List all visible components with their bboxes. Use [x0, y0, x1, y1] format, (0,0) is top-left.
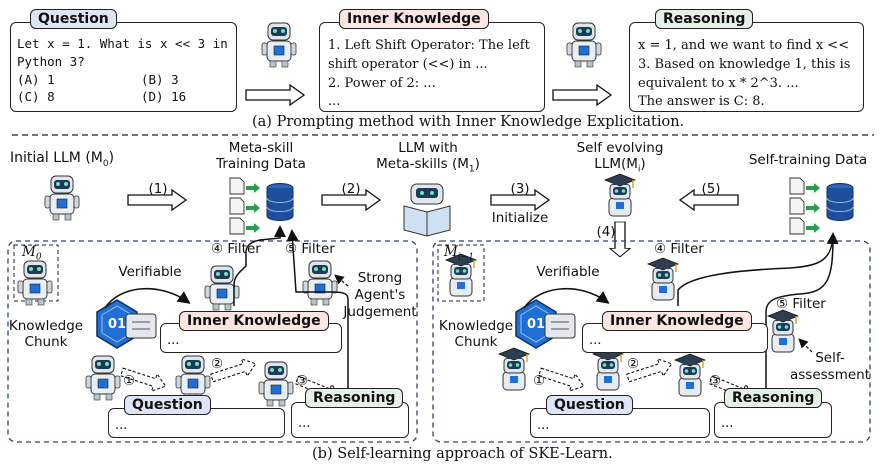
self-assessment-label: Self-assessment: [790, 350, 871, 383]
robot-icon: [175, 355, 211, 401]
step-number-2: ②: [626, 356, 640, 372]
reasoning-line-4: The answer is C: 8.: [638, 94, 765, 109]
reasoning-tag: Reasoning: [655, 9, 754, 29]
inner-knowledge-tag: Inner Knowledge: [602, 311, 752, 331]
knowledge-line-3: 2. Power of 2: ...: [328, 76, 436, 91]
option-a: (A) 1: [17, 72, 55, 87]
robot-icon: [44, 175, 80, 221]
self-training-data-label: Self-training Data: [748, 152, 868, 168]
question-line-2: Python 3?: [17, 54, 85, 69]
knowledge-line-2: shift operator (<<) in ...: [328, 57, 488, 72]
ellipsis: ...: [537, 418, 550, 433]
model-mi-1-label: Mi−1: [444, 244, 474, 263]
reasoning-tag: Reasoning: [305, 388, 404, 408]
step-4-label: (4): [596, 224, 616, 240]
model-m0-label: M0: [22, 244, 42, 263]
robot-icon: [261, 22, 297, 68]
step-number-1: ①: [122, 373, 136, 389]
ellipsis: ...: [589, 333, 602, 348]
step-number-3: ③: [708, 373, 722, 389]
graduate-robot-icon: [604, 173, 636, 217]
graduate-robot-icon: [647, 257, 679, 301]
chip-icon: [96, 299, 157, 349]
reasoning-box: ...: [714, 402, 832, 438]
arrow-icon: [245, 84, 305, 106]
reasoning-line-1: x = 1, and we want to find x <<: [638, 38, 850, 53]
step-5-label: (5): [701, 181, 721, 197]
question-tag: Question: [124, 395, 211, 415]
step-1-label: (1): [148, 181, 168, 197]
caption-b: (b) Self-learning approach of SKE-Learn.: [312, 446, 613, 462]
robot-icon: [258, 361, 294, 407]
chip-label: 01: [107, 317, 127, 332]
question-line-1: Let x = 1. What is x << 3 in: [17, 36, 228, 51]
graduate-robot-icon: [767, 309, 799, 353]
ellipsis: ...: [298, 416, 311, 431]
graduate-robot-icon: [498, 347, 530, 391]
database-icon: [826, 183, 854, 221]
arrow-icon: [552, 84, 612, 106]
option-c: (C) 8: [17, 89, 55, 104]
caption-a: (a) Prompting method with Inner Knowledg…: [252, 114, 685, 130]
graduate-robot-icon: [674, 353, 706, 397]
reasoning-tag: Reasoning: [724, 388, 823, 408]
step-number-2: ②: [210, 356, 224, 372]
robot-icon: [17, 260, 53, 306]
knowledge-line-1: 1. Left Shift Operator: The left: [328, 38, 530, 53]
robot-icon: [85, 355, 121, 401]
reading-robot-icon: [403, 183, 451, 237]
knowledge-tag: Inner Knowledge: [339, 9, 489, 29]
graduate-robot-icon: [592, 347, 624, 391]
filter-5-label: ⑤ Filter: [285, 241, 335, 257]
question-card: Let x = 1. What is x << 3 in Python 3? (…: [10, 22, 237, 112]
ellipsis: ...: [115, 418, 128, 433]
database-icon: [266, 183, 294, 221]
step-3-label: (3): [510, 181, 530, 197]
filter-4-label: ④ Filter: [211, 241, 261, 257]
chip-label: 01: [526, 317, 546, 332]
chip-icon: [515, 299, 576, 349]
initialize-label: Initialize: [491, 210, 549, 226]
verifiable-label: Verifiable: [118, 264, 182, 280]
initial-llm-label: Initial LLM (M0): [10, 150, 115, 169]
option-d: (D) 16: [141, 89, 187, 104]
question-tag: Question: [30, 9, 117, 29]
robot-icon: [302, 260, 338, 306]
self-evolving-llm-label: Self evolving LLM(Mi): [576, 140, 664, 175]
knowledge-line-4: ...: [328, 94, 341, 109]
document-stack-icon: [229, 177, 261, 235]
reasoning-card: x = 1, and we want to find x << 3. Based…: [629, 22, 864, 112]
robot-icon: [566, 22, 602, 68]
document-stack-icon: [789, 177, 821, 235]
inner-knowledge-tag: Inner Knowledge: [179, 311, 329, 331]
llm-meta-skills-label: LLM with Meta-skills (M1): [376, 140, 480, 175]
ellipsis: ...: [721, 416, 734, 431]
question-tag: Question: [546, 395, 633, 415]
reasoning-line-2: 3. Based on knowledge 1, this is: [638, 57, 851, 72]
knowledge-card: 1. Left Shift Operator: The left shift o…: [319, 22, 545, 112]
filter-5-label: ⑤ Filter: [776, 296, 826, 312]
reasoning-line-3: equivalent to x * 2^3. ...: [638, 76, 799, 91]
ellipsis: ...: [167, 333, 180, 348]
step-2-label: (2): [341, 181, 361, 197]
step-number-1: ①: [532, 373, 546, 389]
filter-4-label: ④ Filter: [654, 241, 704, 257]
option-b: (B) 3: [141, 72, 179, 87]
step-number-3: ③: [295, 373, 309, 389]
verifiable-label: Verifiable: [536, 264, 600, 280]
